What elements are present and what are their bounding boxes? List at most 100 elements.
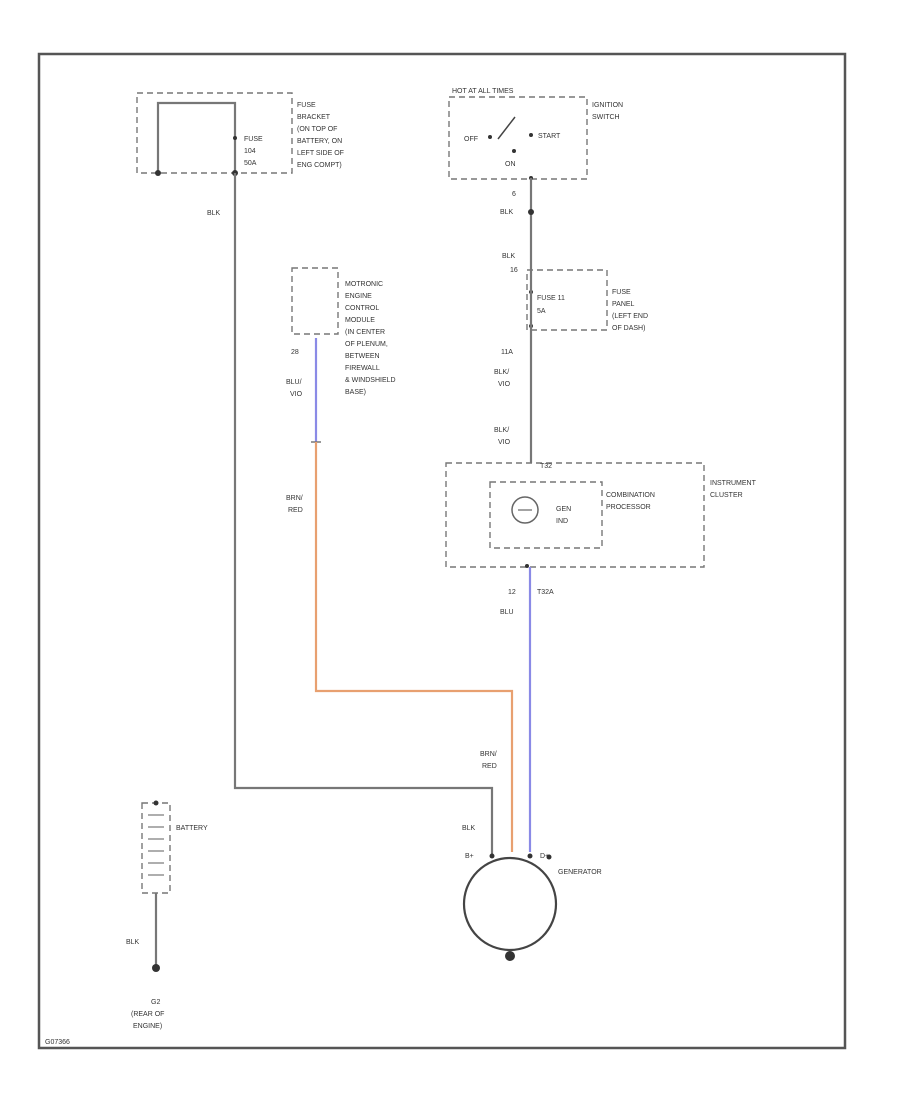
blk-wire-label-ign: BLK	[500, 209, 514, 216]
generator: B+ D+ GENERATOR	[462, 853, 602, 961]
ecm-wire-label-1: BLU/	[286, 379, 302, 386]
blk-wire-label-battery: BLK	[126, 939, 140, 946]
brn-red-label-upper-2: RED	[288, 507, 303, 514]
blk-wire-label-fuse: BLK	[207, 210, 221, 217]
ecm-label-7: BETWEEN	[345, 353, 380, 360]
ignition-switch: HOT AT ALL TIMES IGNITION SWITCH OFF STA…	[448, 88, 623, 198]
ignition-off-contact	[488, 135, 492, 139]
ecm-outline	[291, 267, 339, 335]
diagram-frame	[37, 52, 847, 1050]
blk-vio-label-1a: BLK/	[494, 369, 509, 376]
brn-red-wire-ecm-to-generator	[314, 442, 514, 852]
gen-indicator-label-1: GEN	[556, 506, 571, 513]
blu-wire-label: BLU	[500, 609, 514, 616]
ecm-label-5: (IN CENTER	[345, 329, 385, 336]
ground-g2-terminal	[152, 964, 160, 972]
ignition-on-label: ON	[505, 161, 516, 168]
fuse-11-rating: 5A	[537, 308, 546, 315]
ground-id: G2	[151, 999, 160, 1006]
gen-indicator-lamp-icon	[511, 496, 539, 524]
ground-label-2: ENGINE)	[133, 1023, 162, 1030]
ecm-label-9: & WINDSHIELD	[345, 377, 396, 384]
fuse-bracket-label-2: BRACKET	[297, 114, 331, 121]
cluster-connector-in: T32	[540, 463, 552, 470]
processor-label-2: PROCESSOR	[606, 504, 651, 511]
ecm-pin-label: 28	[291, 349, 299, 356]
ecm-label-4: MODULE	[345, 317, 375, 324]
instrument-cluster-outline	[445, 462, 705, 568]
brn-red-label-lower-2: RED	[482, 763, 497, 770]
generator-b-terminal	[489, 853, 495, 859]
ecm-label-8: FIREWALL	[345, 365, 380, 372]
ignition-switch-blade	[497, 116, 516, 140]
cluster-output-terminal	[525, 564, 529, 568]
ecm-label-3: CONTROL	[345, 305, 379, 312]
instrument-cluster: T32 INSTRUMENT CLUSTER COMBINATION PROCE…	[445, 462, 757, 596]
cluster-pin-out-right: T32A	[537, 589, 554, 596]
fuse-panel-label-4: OF DASH)	[612, 325, 645, 332]
blk-wire-label-ign-upper: BLK	[502, 253, 516, 260]
ignition-on-contact	[512, 149, 516, 153]
generator-b-terminal-label: B+	[465, 853, 474, 860]
blk-vio-label-2b: VIO	[498, 439, 511, 446]
combination-processor-outline	[489, 481, 603, 549]
ignition-wire-junction	[528, 209, 534, 215]
generator-body-icon	[462, 856, 558, 952]
battery-label: BATTERY	[176, 825, 208, 832]
generator-aux-terminal	[546, 854, 552, 860]
ground-label-1: (REAR OF	[131, 1011, 164, 1018]
blk-vio-label-2a: BLK/	[494, 427, 509, 434]
fuse-panel-label-1: FUSE	[612, 289, 631, 296]
fuse-panel-label-2: PANEL	[612, 301, 635, 308]
fuse-104-top-terminal	[233, 136, 237, 140]
fuse-bracket: FUSE 104 50A FUSE BRACKET (ON TOP OF BAT…	[136, 92, 344, 176]
fuse-104-line-1: FUSE	[244, 136, 263, 143]
fuse-bracket-label-5: LEFT SIDE OF	[297, 150, 344, 157]
fuse-bracket-label-4: BATTERY, ON	[297, 138, 342, 145]
battery-positive-terminal	[153, 800, 159, 806]
fuse-panel-outline	[526, 269, 608, 331]
fuse-panel-pin-out: 11A	[501, 349, 513, 356]
hot-at-all-times-label: HOT AT ALL TIMES	[452, 88, 514, 95]
ignition-output-pin: 6	[512, 191, 516, 198]
fuse-bracket-label-1: FUSE	[297, 102, 316, 109]
ignition-off-label: OFF	[464, 136, 478, 143]
brn-red-label-upper-1: BRN/	[286, 495, 303, 502]
fuse-bracket-left-terminal	[155, 170, 161, 176]
fuse-104-line-2: 104	[244, 148, 256, 155]
fuse-panel: 16 FUSE 11 5A FUSE PANEL (LEFT END OF DA…	[501, 267, 648, 356]
engine-control-module: MOTRONIC ENGINE CONTROL MODULE (IN CENTE…	[286, 267, 396, 398]
fuse-11-label: FUSE 11	[537, 295, 565, 302]
diagram-code: G07366	[45, 1039, 70, 1046]
ignition-switch-label-1: IGNITION	[592, 102, 623, 109]
fuse-bracket-label-6: ENG COMPT)	[297, 162, 342, 169]
ignition-switch-label-2: SWITCH	[592, 114, 620, 121]
ecm-label-6: OF PLENUM,	[345, 341, 388, 348]
ignition-start-label: START	[538, 133, 561, 140]
fuse-bracket-bus-wire	[156, 101, 237, 173]
processor-label-1: COMBINATION	[606, 492, 655, 499]
ecm-label-2: ENGINE	[345, 293, 372, 300]
ecm-label-1: MOTRONIC	[345, 281, 383, 288]
fuse-panel-pin-in: 16	[510, 267, 518, 274]
generator-ground-terminal	[505, 951, 515, 961]
generator-d-terminal	[527, 853, 533, 859]
fuse-bracket-label-3: (ON TOP OF	[297, 126, 337, 133]
battery: BATTERY	[141, 800, 208, 894]
gen-indicator-label-2: IND	[556, 518, 568, 525]
fuse-panel-label-3: (LEFT END	[612, 313, 648, 320]
cluster-pin-out-left: 12	[508, 589, 516, 596]
ignition-start-contact	[529, 133, 533, 137]
generator-d-terminal-label: D+	[540, 853, 549, 860]
blk-wire-fuse-to-generator	[233, 173, 494, 854]
blk-wire-label-generator: BLK	[462, 825, 476, 832]
brn-red-label-lower-1: BRN/	[480, 751, 497, 758]
battery-outline	[141, 802, 171, 894]
generator-label: GENERATOR	[558, 869, 602, 876]
blk-vio-label-1b: VIO	[498, 381, 511, 388]
fuse-104-line-3: 50A	[244, 160, 257, 167]
cluster-label-2: CLUSTER	[710, 492, 743, 499]
cluster-label-1: INSTRUMENT	[710, 480, 757, 487]
fuse-bracket-outline	[136, 92, 293, 174]
